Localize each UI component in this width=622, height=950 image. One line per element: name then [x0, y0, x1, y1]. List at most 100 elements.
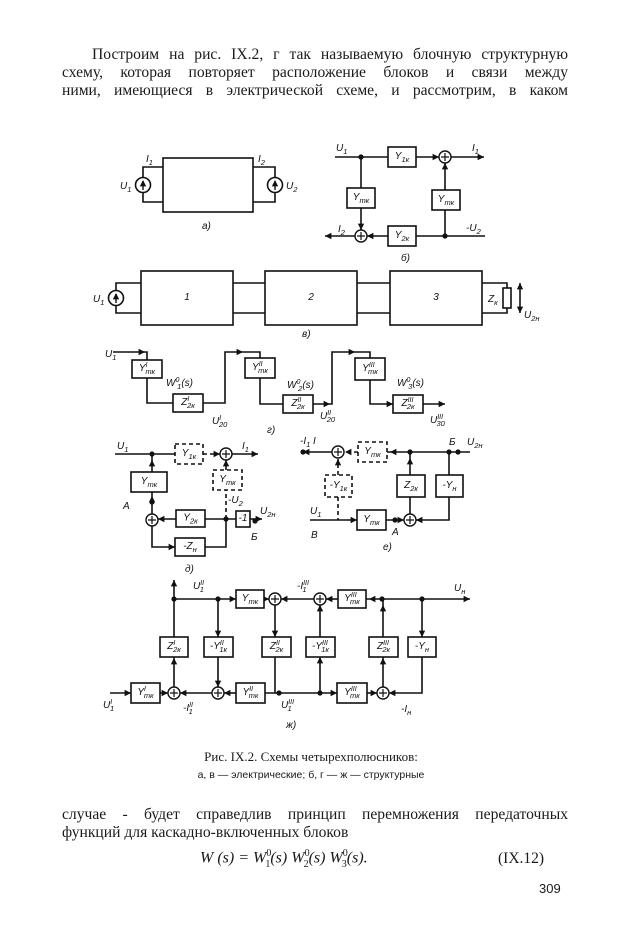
two-port-box: [162, 157, 254, 213]
arrowhead-icon: [345, 448, 352, 456]
arrowhead-icon: [397, 516, 404, 524]
arrowhead-icon: [323, 400, 330, 408]
label-b-I1: I1: [472, 143, 479, 156]
arrowhead-icon: [281, 595, 288, 603]
label-base: Б: [251, 532, 258, 543]
block-g-Y2: [244, 357, 276, 379]
junction-node: [149, 499, 155, 505]
arrowhead-icon: [369, 595, 376, 603]
label-base: U: [120, 181, 128, 192]
label-subscript: 2к: [381, 645, 390, 654]
arrowhead-icon: [213, 450, 220, 458]
signal-line: [253, 193, 276, 203]
label-zh-Ymk: Ymк: [242, 593, 259, 606]
junction-node: [171, 596, 177, 602]
label-subscript: 2: [260, 158, 266, 167]
label-superscript: I: [187, 396, 189, 403]
arrowhead-icon: [432, 153, 439, 161]
label-base: Y: [252, 362, 260, 373]
label-base: A: [122, 501, 130, 512]
label-subscript: 20: [326, 415, 336, 424]
label-superscript: II: [297, 397, 301, 404]
label-base: U: [310, 506, 318, 517]
label-subscript: 1к: [340, 484, 348, 493]
arrowhead-icon: [406, 458, 414, 465]
label-e-V: В: [311, 530, 318, 541]
label-base: г): [267, 425, 275, 436]
label-subscript: mк: [359, 196, 369, 205]
label-base: -Y: [442, 480, 453, 491]
junction-node: [379, 596, 385, 602]
label-base: Y: [183, 513, 191, 524]
block-zh-z1: [159, 636, 189, 658]
junction-node: [149, 451, 155, 457]
label-d-I1: I1: [242, 441, 249, 454]
junction-node: [223, 516, 229, 522]
block-zh-Y1b: [130, 682, 161, 704]
eq-sub: 3: [341, 858, 347, 870]
label-e-Ymk: Ymк: [364, 446, 381, 459]
label-superscript: III: [437, 414, 443, 421]
arrowhead-icon: [418, 630, 426, 637]
eq-sub: 2: [303, 858, 309, 870]
label-base: Y: [243, 687, 251, 698]
eq-term: W: [329, 849, 343, 867]
label-subscript: mк: [248, 597, 258, 606]
block-zh-z3: [368, 636, 399, 658]
block-d-mZn: [174, 537, 206, 557]
block-v-3: [389, 270, 483, 326]
label-a-I2: I2: [258, 154, 266, 167]
plus-icon: [379, 689, 387, 697]
label-subscript: mк: [144, 691, 154, 700]
label-base: Y: [139, 363, 147, 374]
plus-icon: [334, 448, 342, 456]
label-base: Y: [395, 230, 403, 241]
label-subscript: 1: [149, 158, 153, 167]
eq-arg: (s): [308, 849, 330, 867]
label-base: 1: [184, 292, 190, 303]
plus-icon: [148, 516, 156, 524]
label-base: A: [391, 527, 399, 538]
label-base: U: [117, 441, 125, 452]
arrowhead-icon: [168, 543, 175, 551]
label-e-Ymk2: Ymк: [363, 514, 380, 527]
signal-line: [253, 166, 276, 178]
block-e-Ymk: [357, 441, 388, 463]
junction-node: [215, 596, 221, 602]
arrowhead-icon: [214, 630, 222, 637]
label-base: -1: [239, 513, 248, 524]
label-base: Y: [141, 476, 149, 487]
equation: W (s) = W01(s) W02(s) W03(s).: [200, 848, 368, 870]
arrowhead-icon: [161, 689, 168, 697]
label-a-tag: а): [202, 221, 211, 232]
eq-arg: (s): [270, 849, 292, 867]
label-base: U: [281, 700, 289, 711]
block-b-Ymk2: [431, 189, 461, 211]
label-superscript: I: [173, 640, 175, 647]
label-base: ж): [285, 720, 296, 731]
label-e-mI1: -I1 I: [300, 436, 316, 449]
label-subscript: 1: [124, 445, 128, 454]
label-v-2: 2: [307, 292, 314, 303]
label-zh-yn: -Yн: [415, 641, 429, 654]
label-subscript: 2н: [530, 314, 539, 323]
label-subscript: 20: [218, 420, 228, 429]
signal-line: [142, 193, 163, 203]
label-subscript: 2: [297, 384, 303, 393]
label-zh-Un: Uн: [454, 583, 465, 596]
label-subscript: 2к: [274, 645, 283, 654]
label-subscript: 1к: [188, 452, 196, 461]
label-superscript: II: [220, 640, 224, 647]
label-d-Y1k: Y1к: [182, 448, 197, 461]
label-base: Z: [403, 480, 411, 491]
label-base: Y: [364, 446, 372, 457]
block-zh-Y3b: [336, 682, 368, 704]
signal-line: [142, 166, 163, 178]
arrowhead-icon: [138, 348, 145, 356]
label-base: -Y: [210, 641, 221, 652]
block-g-Y3: [354, 357, 386, 381]
